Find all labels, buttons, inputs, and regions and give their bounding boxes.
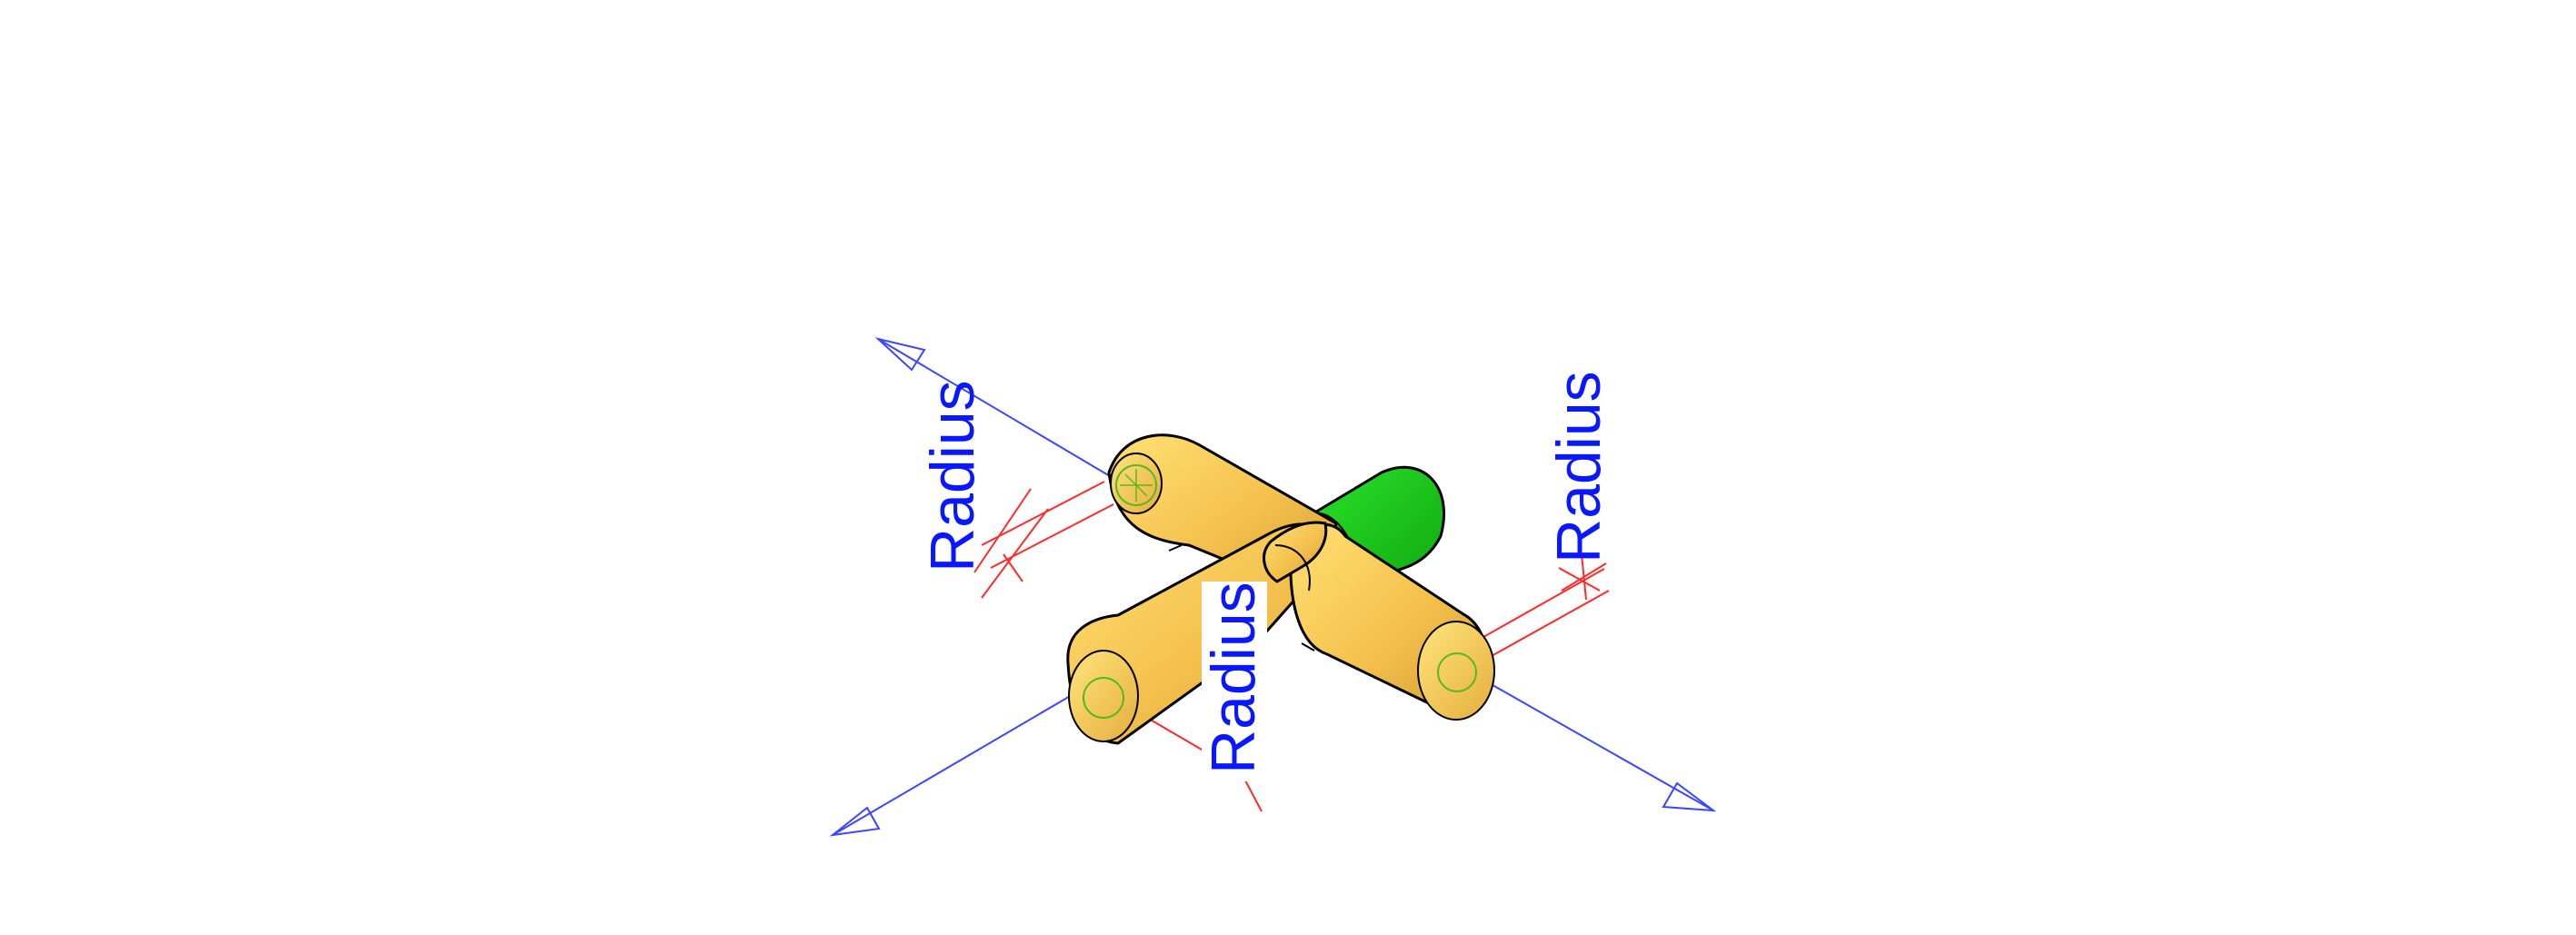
radius-label-center: Radius xyxy=(1199,582,1268,774)
triangle-arrowhead-icon xyxy=(1662,781,1717,812)
circle-marker-icon xyxy=(1115,464,1157,506)
triangle-arrowhead-icon xyxy=(829,806,881,837)
axis-line-right-bottom xyxy=(1453,662,1714,811)
radius-label-left: Radius xyxy=(918,380,987,572)
dimension-left-upper xyxy=(973,481,1114,599)
axis-line-left-bottom xyxy=(832,679,1099,836)
circle-marker-icon xyxy=(1083,677,1124,719)
axis-line-left-top xyxy=(877,338,1131,489)
right-tube-end xyxy=(1417,621,1495,721)
radius-label-center-background xyxy=(1202,582,1267,781)
radius-label-right: Radius xyxy=(1544,371,1613,563)
lower-left-tube-end xyxy=(1068,650,1139,742)
center-connector xyxy=(1168,521,1328,652)
radius-labels: Radius Radius Radius xyxy=(918,371,1613,781)
circle-marker-icon xyxy=(1437,652,1477,692)
dimension-right xyxy=(1476,553,1610,662)
right-tube xyxy=(1289,522,1495,721)
triangle-arrowhead-icon xyxy=(874,337,926,372)
blue-axis-lines xyxy=(829,337,1717,837)
